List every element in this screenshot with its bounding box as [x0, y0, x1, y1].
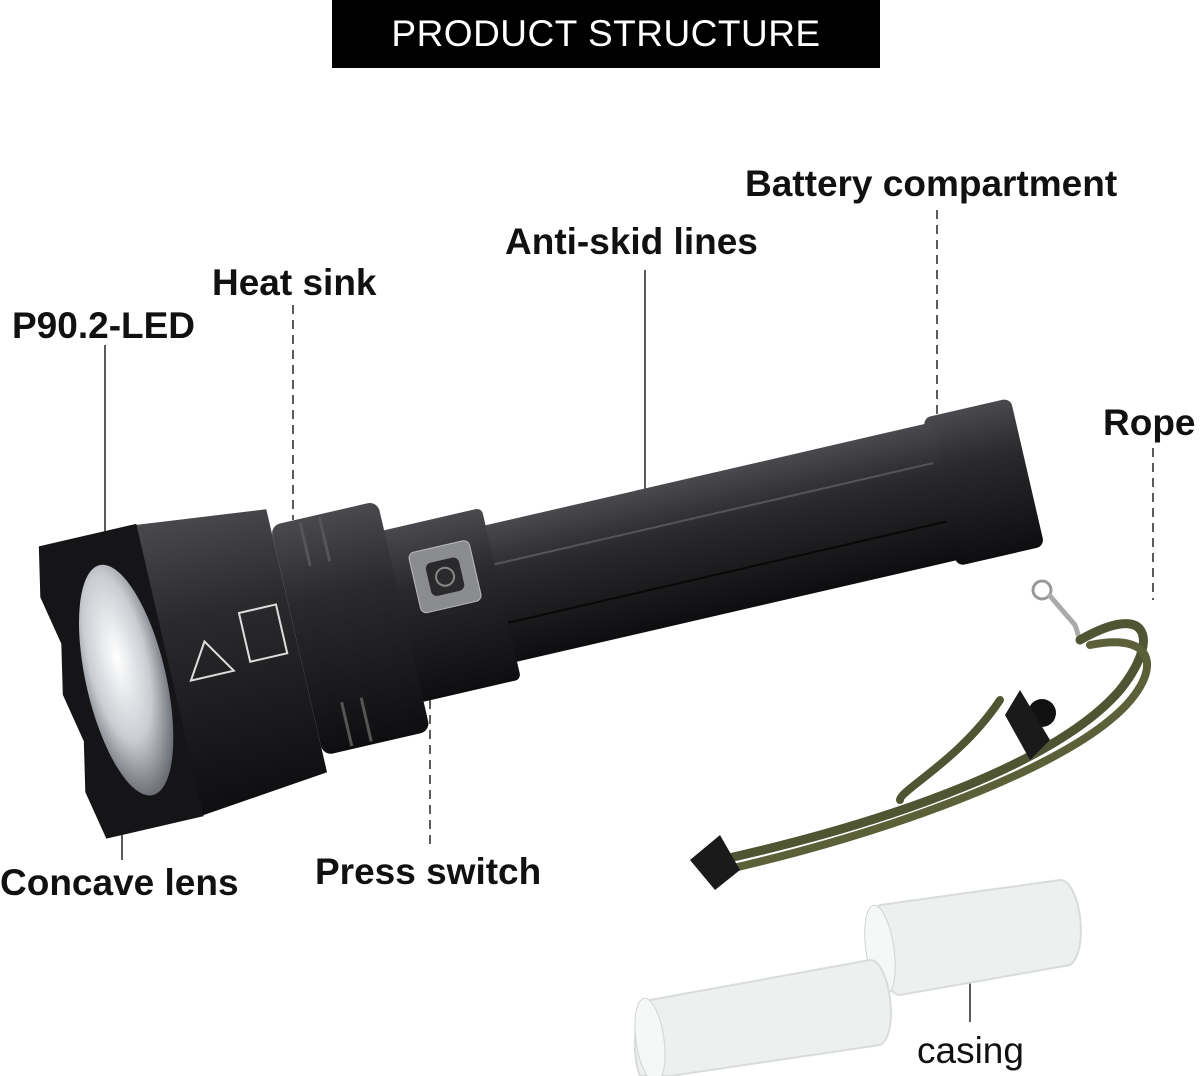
flashlight	[38, 399, 1043, 839]
label-concave-lens: Concave lens	[0, 862, 239, 903]
label-heat-sink: Heat sink	[212, 262, 377, 303]
label-press-switch: Press switch	[315, 851, 542, 892]
hot-warning-icon	[189, 639, 236, 682]
rope-lanyard	[690, 579, 1151, 890]
casings	[633, 878, 1082, 1076]
label-anti-skid-lines: Anti-skid lines	[505, 221, 758, 262]
page-title: PRODUCT STRUCTURE	[332, 0, 880, 68]
heat-sink	[272, 503, 429, 754]
label-battery-compartment: Battery compartment	[745, 163, 1118, 204]
label-rope: Rope	[1103, 402, 1196, 443]
body-tube	[475, 421, 966, 664]
concave-lens	[78, 564, 174, 796]
label-casing: casing	[917, 1030, 1024, 1071]
label-led: P90.2-LED	[12, 305, 196, 346]
home-icon	[237, 603, 289, 663]
